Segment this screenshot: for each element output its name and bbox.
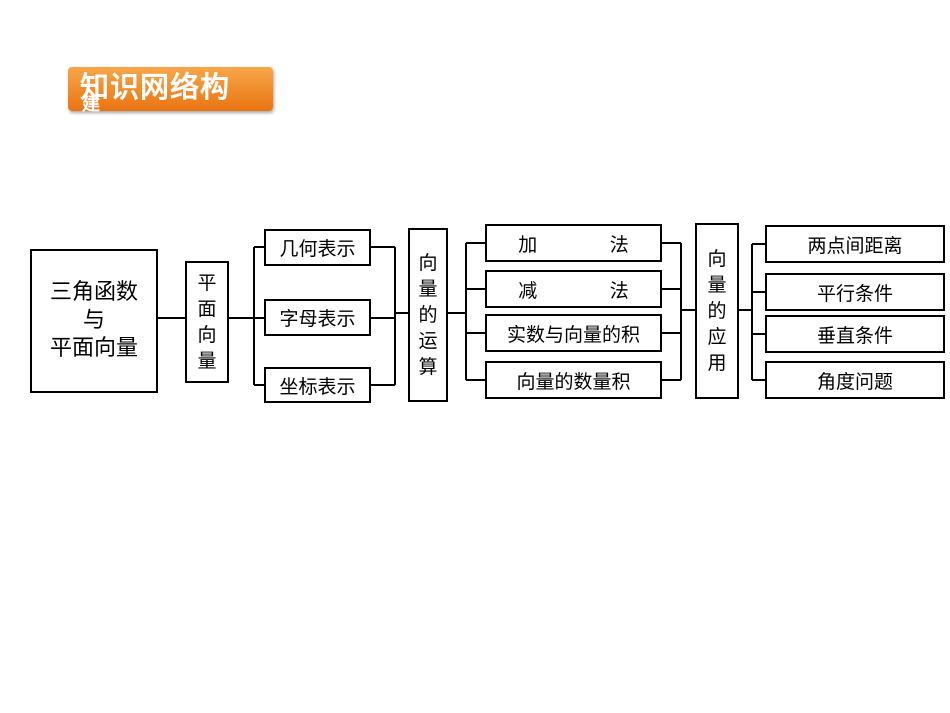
vector-applications-char-5: 用 — [707, 352, 727, 374]
plane-vector-node: 平 面 向 量 — [185, 261, 229, 383]
representation-letter-label: 字母表示 — [279, 308, 356, 330]
title-banner — [68, 67, 273, 111]
vector-operations-char-1: 向 — [418, 252, 438, 274]
root-node-line-3: 平面向量 — [49, 336, 138, 361]
vector-applications-char-1: 向 — [707, 248, 727, 270]
plane-vector-char-2: 面 — [197, 298, 217, 320]
root-node-line-2: 与 — [82, 308, 105, 333]
representation-geometric: 几何表示 — [264, 229, 371, 266]
application-distance-label: 两点间距离 — [807, 234, 903, 257]
root-node: 三角函数 与 平面向量 — [30, 249, 158, 393]
application-perpendicular: 垂直条件 — [765, 315, 945, 353]
representation-coordinate-label: 坐标表示 — [279, 375, 356, 398]
operation-dot-product: 向量的数量积 — [485, 361, 662, 399]
operation-scalar-multiplication: 实数与向量的积 — [485, 314, 662, 352]
plane-vector-char-3: 向 — [197, 324, 217, 346]
application-distance: 两点间距离 — [765, 225, 945, 263]
representation-coordinate: 坐标表示 — [264, 367, 371, 403]
vector-operations-char-4: 运 — [418, 330, 438, 352]
root-node-line-1: 三角函数 — [49, 280, 138, 305]
vector-applications-char-2: 量 — [707, 274, 727, 296]
application-angle: 角度问题 — [765, 361, 945, 399]
representation-geometric-label: 几何表示 — [279, 238, 356, 260]
application-parallel: 平行条件 — [765, 273, 945, 311]
operation-addition: 加 法 — [485, 224, 662, 262]
vector-operations-node: 向 量 的 运 算 — [408, 228, 448, 402]
title-banner-text: 知识网络构 — [80, 70, 231, 104]
vector-applications-char-3: 的 — [707, 300, 727, 322]
representation-letter: 字母表示 — [264, 299, 371, 336]
application-angle-label: 角度问题 — [816, 370, 893, 393]
application-perpendicular-label: 垂直条件 — [816, 324, 893, 347]
operation-dot-product-label: 向量的数量积 — [516, 370, 631, 393]
vector-operations-char-2: 量 — [418, 278, 438, 300]
plane-vector-char-4: 量 — [197, 350, 217, 372]
operation-subtraction: 减 法 — [485, 270, 662, 308]
application-parallel-label: 平行条件 — [816, 282, 893, 305]
vector-operations-char-5: 算 — [418, 356, 438, 378]
vector-operations-char-3: 的 — [418, 304, 438, 326]
operation-subtraction-label: 减 法 — [518, 279, 629, 302]
title-banner-overflow-text: 建 — [82, 94, 100, 115]
operation-scalar-multiplication-label: 实数与向量的积 — [506, 323, 640, 346]
vector-applications-char-4: 应 — [707, 326, 727, 348]
vector-applications-node: 向 量 的 应 用 — [695, 223, 739, 399]
plane-vector-char-1: 平 — [197, 272, 217, 294]
operation-addition-label: 加 法 — [518, 233, 629, 256]
